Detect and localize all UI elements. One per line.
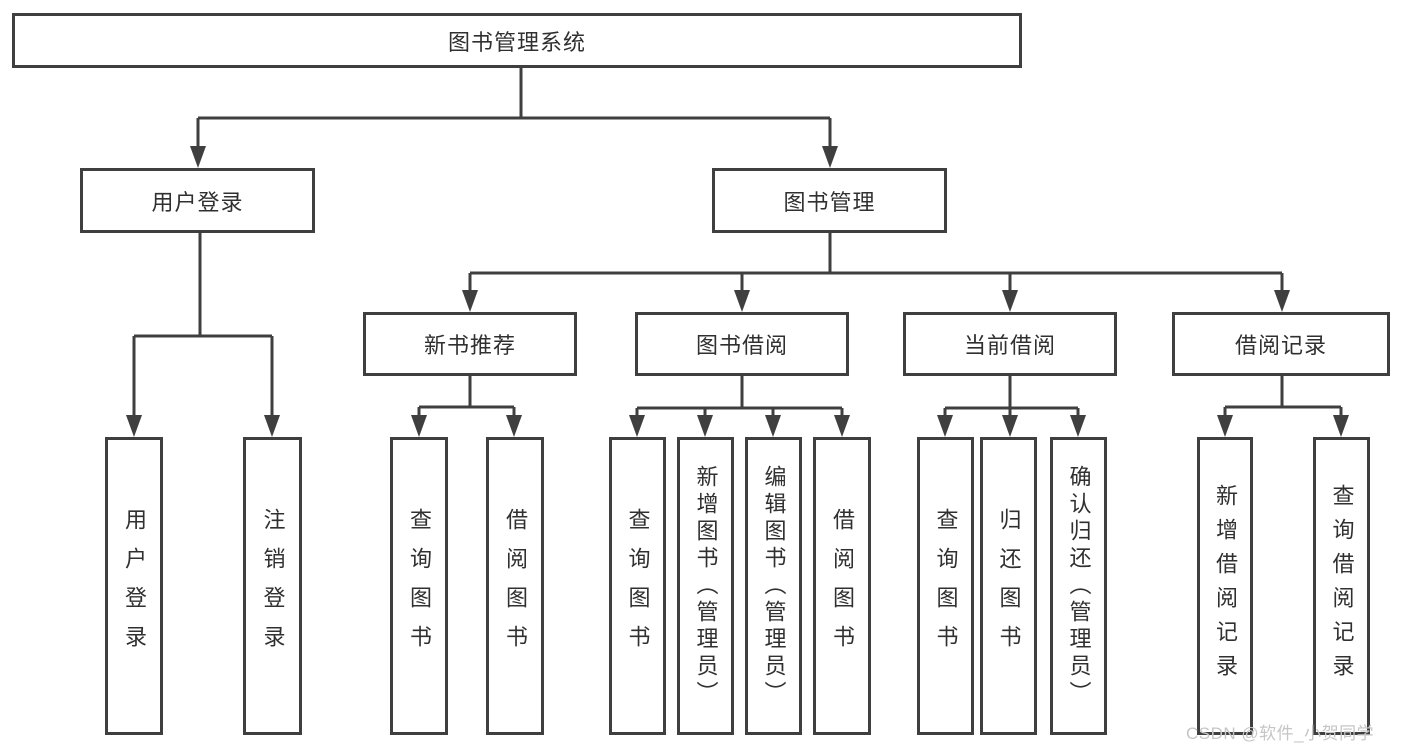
- connector-bookmgmt-to-level3: [468, 233, 1284, 292]
- node-new-book-recommend-label: 新书推荐: [423, 333, 516, 358]
- node-borrow-records-label: 借阅记录: [1234, 333, 1327, 358]
- node-user-login: 用户登录: [80, 168, 315, 233]
- leaf-query-books-recommend: 查询图书: [390, 437, 448, 735]
- leaf-query-books-borrowing: 查询图书: [609, 437, 666, 735]
- leaf-edit-books-admin: 编辑图书（管理员）: [745, 437, 802, 735]
- connector-root-to-level2: [196, 68, 832, 148]
- leaf-borrow-books: 借阅图书: [813, 437, 871, 735]
- leaf-query-books-current: 查询图书: [917, 437, 974, 735]
- leaf-query-borrow-record: 查询借阅记录: [1313, 437, 1370, 735]
- leaf-add-books-admin-label: 新增图书（管理员）: [693, 464, 719, 708]
- node-new-book-recommend: 新书推荐: [363, 312, 577, 376]
- leaf-query-books-borrowing-label: 查询图书: [625, 508, 651, 664]
- node-current-borrowing-label: 当前借阅: [963, 333, 1056, 358]
- leaf-logout-label: 注销登录: [260, 508, 286, 664]
- leaf-user-login: 用户登录: [105, 437, 163, 735]
- node-book-management: 图书管理: [712, 168, 947, 233]
- leaf-logout: 注销登录: [243, 437, 302, 735]
- leaf-return-books: 归还图书: [980, 437, 1037, 735]
- node-book-borrowing-label: 图书借阅: [695, 333, 788, 358]
- leaf-confirm-return-admin-label: 确认归还（管理员）: [1066, 464, 1092, 708]
- csdn-watermark: CSDN @软件_小贺同学: [1186, 724, 1375, 743]
- connector-current-to-leaves: [943, 376, 1080, 417]
- leaf-borrow-books-recommend: 借阅图书: [486, 437, 544, 735]
- leaf-add-borrow-record: 新增借阅记录: [1197, 437, 1253, 735]
- leaf-query-borrow-record-label: 查询借阅记录: [1329, 484, 1355, 688]
- connector-userlogin-to-leaves: [132, 233, 274, 417]
- connector-borrowing-to-leaves: [635, 376, 844, 417]
- leaf-add-borrow-record-label: 新增借阅记录: [1213, 484, 1238, 688]
- leaf-query-books-recommend-label: 查询图书: [407, 508, 432, 664]
- node-user-login-label: 用户登录: [151, 189, 244, 215]
- leaf-user-login-label: 用户登录: [122, 508, 147, 664]
- leaf-query-books-current-label: 查询图书: [933, 508, 959, 664]
- connector-records-to-leaves: [1223, 376, 1343, 417]
- node-book-borrowing: 图书借阅: [635, 312, 849, 376]
- node-book-management-label: 图书管理: [783, 189, 876, 215]
- leaf-edit-books-admin-label: 编辑图书（管理员）: [761, 464, 787, 708]
- leaf-return-books-label: 归还图书: [996, 508, 1022, 664]
- node-root-label: 图书管理系统: [447, 29, 586, 55]
- arrowheads: [126, 146, 1349, 437]
- leaf-add-books-admin: 新增图书（管理员）: [677, 437, 734, 735]
- connector-newbook-to-leaves: [417, 376, 516, 417]
- leaf-borrow-books-label: 借阅图书: [830, 508, 855, 664]
- node-borrow-records: 借阅记录: [1172, 312, 1390, 376]
- node-current-borrowing: 当前借阅: [903, 312, 1117, 376]
- leaf-confirm-return-admin: 确认归还（管理员）: [1050, 437, 1107, 735]
- leaf-borrow-books-recommend-label: 借阅图书: [503, 508, 528, 664]
- node-root-system: 图书管理系统: [12, 13, 1022, 68]
